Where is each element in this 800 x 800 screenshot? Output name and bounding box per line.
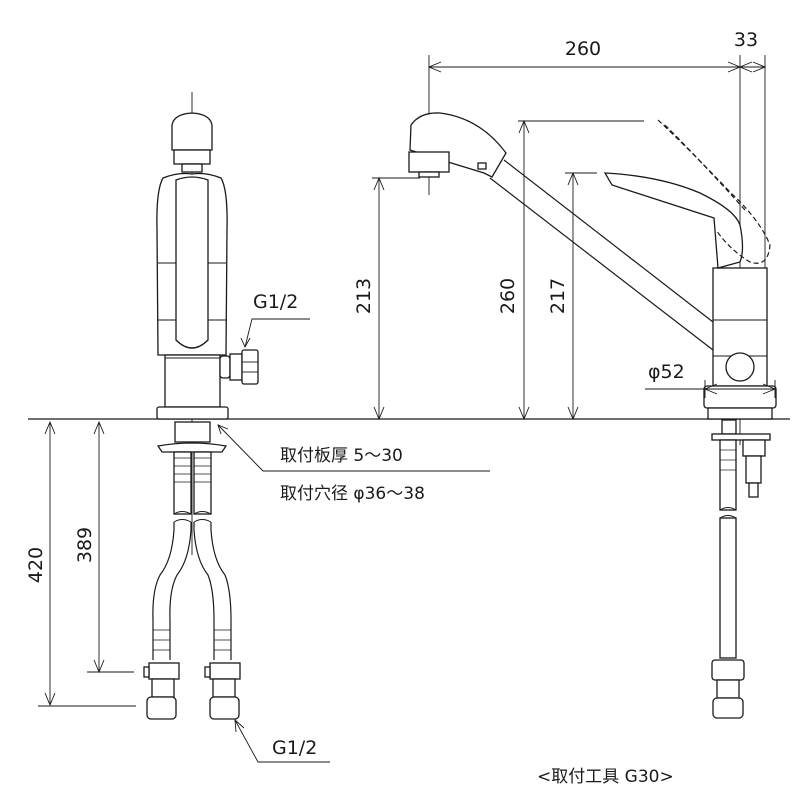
arrow-head	[234, 718, 245, 733]
label-plate-thickness: 取付板厚 5～30	[280, 446, 403, 466]
side-inlet-thread	[229, 353, 243, 381]
arrow-head	[703, 383, 718, 395]
arrow-head	[518, 119, 530, 134]
arrow-head	[567, 171, 579, 186]
handle-neck	[181, 163, 203, 173]
dim-handle-height: 217	[547, 278, 569, 314]
hose-break-bottom	[173, 519, 212, 523]
label-bottom-inlet: G1/2	[272, 737, 317, 759]
hose-right-outer	[210, 522, 232, 660]
leader-bottom-inlet	[234, 719, 330, 763]
side-inlet-stub	[219, 355, 231, 379]
spout-top-edge	[503, 159, 714, 323]
inlet-nut-left	[146, 696, 177, 720]
union-body	[151, 678, 175, 698]
union-tab	[204, 666, 211, 678]
side-hose-lower	[719, 517, 737, 659]
side-bolt-sleeve	[745, 455, 762, 484]
arrow-head	[752, 61, 767, 73]
spray-head-face	[408, 151, 450, 173]
dim-spout-outlet-height: 213	[353, 278, 375, 314]
inlet-nut-right	[209, 696, 240, 720]
side-lever-handle	[603, 172, 744, 269]
arrow-head	[762, 383, 777, 395]
side-union-nut	[711, 659, 745, 681]
spray-outlet	[418, 171, 440, 178]
base-flange	[156, 406, 229, 420]
side-inlet-nut	[241, 349, 259, 385]
arrow-head	[518, 406, 530, 421]
dim-spout-reach: 260	[565, 38, 601, 60]
drawing-title: <取付工具 G30>	[537, 767, 674, 787]
side-inlet-nut	[712, 697, 744, 719]
hose-break-top	[719, 507, 737, 511]
arrow-head	[567, 406, 579, 421]
arrow-head	[373, 176, 385, 191]
arrow-head	[44, 692, 56, 707]
arrow-head	[217, 424, 229, 435]
mounting-bracket	[156, 442, 228, 453]
arrow-head	[427, 61, 442, 73]
body-base	[164, 354, 221, 408]
union-tab	[143, 666, 150, 678]
hose-break-bottom	[719, 515, 737, 519]
side-hose-upper	[719, 439, 737, 511]
hose-left-inner	[169, 522, 192, 660]
union-nut-right	[209, 662, 241, 680]
side-shank	[721, 419, 737, 435]
leader-mounting-spec	[217, 424, 490, 472]
leader-side-inlet	[244, 318, 310, 348]
dim-body-diameter: φ52	[648, 361, 685, 383]
label-hole-diameter: 取付穴径 φ36～38	[280, 484, 425, 504]
hose-right-upper	[193, 451, 212, 515]
side-bolt-nut	[742, 439, 766, 457]
hose-ferrule-hatch	[174, 457, 211, 483]
dim-overall-height: 260	[497, 278, 519, 314]
lever-raised-edge	[664, 124, 746, 211]
spout-bottom-edge	[489, 177, 714, 351]
side-inlet-hex	[725, 352, 755, 382]
union-body	[212, 678, 236, 698]
handle-cap	[171, 112, 213, 151]
hose-right-inner	[193, 522, 215, 660]
arrow-head	[44, 420, 56, 435]
side-base-ring	[707, 407, 773, 420]
label-side-inlet: G1/2	[253, 291, 298, 313]
hose-break-top	[173, 511, 212, 515]
lever-raised-position	[657, 119, 771, 264]
side-bracket	[711, 433, 771, 441]
side-view: 260 33 213 260 217 φ52	[353, 29, 777, 719]
shank	[174, 421, 211, 443]
union-nut-left	[148, 662, 180, 680]
dim-389: 389	[74, 527, 96, 563]
handle-collar	[173, 149, 211, 165]
lever-front-face	[175, 176, 209, 349]
arrow-head	[738, 61, 753, 73]
side-bolt-thread	[748, 482, 759, 498]
front-view: G1/2 G1/2	[25, 92, 490, 763]
arrow-head	[373, 406, 385, 421]
hose-left-outer	[152, 522, 175, 660]
side-union-body	[716, 679, 740, 699]
hose-lower-hatch	[153, 629, 231, 651]
spray-button	[477, 162, 487, 170]
hose-left-upper	[173, 451, 192, 515]
spray-head	[409, 112, 507, 178]
arrow-head	[240, 337, 251, 349]
dim-handle-offset: 33	[734, 29, 758, 51]
dim-420: 420	[25, 547, 47, 583]
arrow-head	[93, 420, 105, 435]
